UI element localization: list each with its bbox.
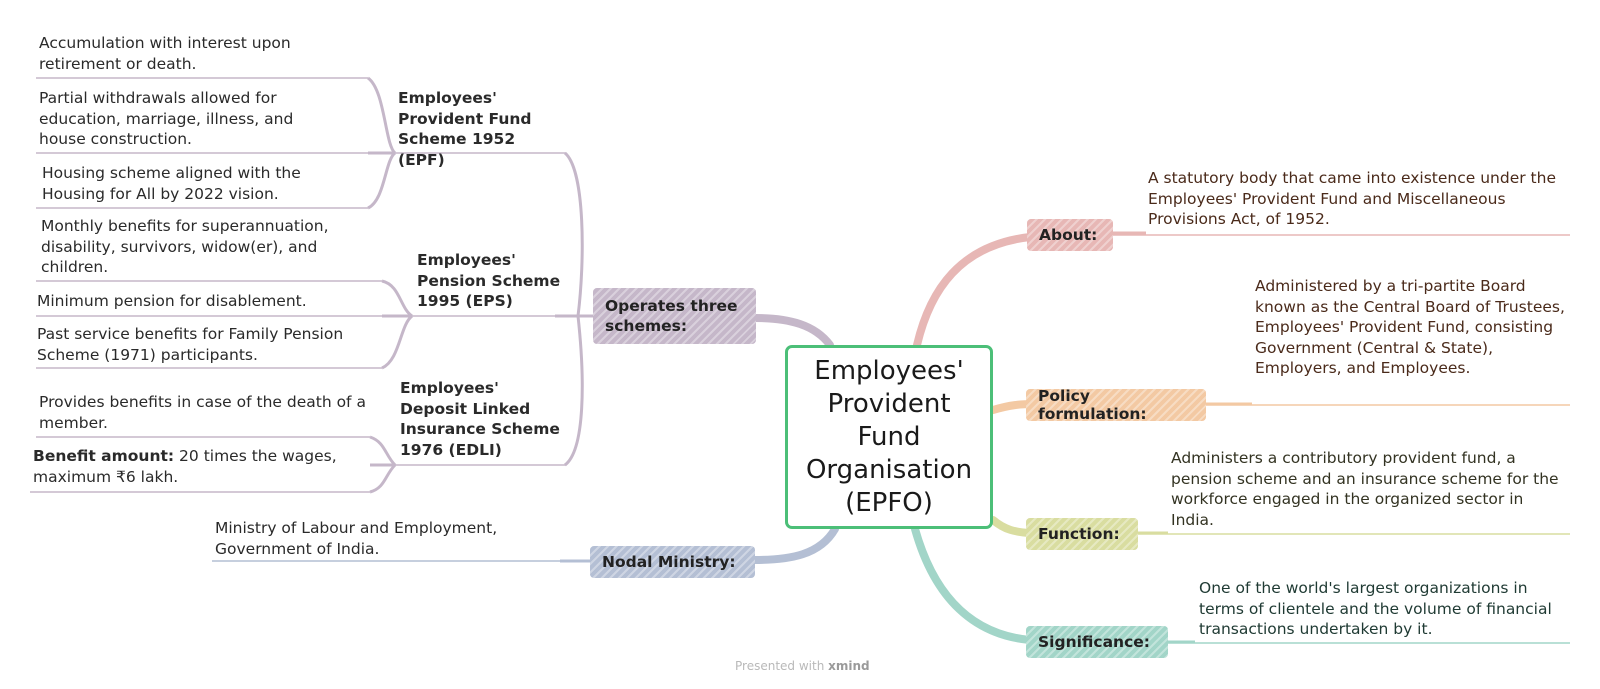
footer-brand: xmind: [828, 659, 870, 673]
link-schemes: [751, 314, 834, 349]
tag-function[interactable]: Function:: [1026, 518, 1138, 550]
benefit-amount-label: Benefit amount:: [33, 447, 175, 465]
tag-about[interactable]: About:: [1027, 219, 1113, 251]
tag-policy[interactable]: Policy formulation:: [1026, 387, 1206, 423]
scheme-eps-title: Employees' Pension Scheme 1995 (EPS): [417, 251, 561, 310]
tag-function-label: Function:: [1038, 525, 1120, 543]
significance-text: One of the world's largest organizations…: [1199, 579, 1552, 638]
link-function: [989, 516, 1034, 537]
eps-point-2: Minimum pension for disablement.: [37, 292, 307, 310]
function-text: Administers a contributory provident fun…: [1171, 449, 1559, 529]
footer-credit: Presented with xmind: [735, 659, 870, 673]
about-text: A statutory body that came into existenc…: [1148, 169, 1556, 228]
tag-schemes[interactable]: Operates three schemes:: [593, 288, 756, 344]
epf-point-3: Housing scheme aligned with the Housing …: [42, 164, 301, 203]
link-significance: [911, 525, 1034, 644]
tag-significance-label: Significance:: [1038, 633, 1150, 651]
policy-text: Administered by a tri-partite Board know…: [1255, 277, 1565, 377]
scheme-epf-title: Employees' Provident Fund Scheme 1952 (E…: [398, 89, 532, 169]
epf-point-2: Partial withdrawals allowed for educatio…: [39, 89, 294, 148]
nodal-text: Ministry of Labour and Employment, Gover…: [215, 519, 498, 558]
tag-about-label: About:: [1039, 226, 1098, 244]
central-topic[interactable]: Employees' Provident Fund Organisation (…: [785, 345, 993, 529]
tag-schemes-label: Operates three schemes:: [605, 297, 738, 335]
edli-point-2: Benefit amount: 20 times the wages, maxi…: [33, 446, 363, 487]
central-title: Employees' Provident Fund Organisation (…: [805, 355, 973, 518]
eps-point-1: Monthly benefits for superannuation, dis…: [41, 217, 329, 276]
link-about: [913, 233, 1034, 349]
tag-nodal-label: Nodal Ministry:: [602, 553, 736, 571]
scheme-edli-title: Employees' Deposit Linked Insurance Sche…: [400, 379, 560, 459]
footer-prefix: Presented with: [735, 659, 825, 673]
benefit-amount-value: 20 times the wages, maximum ₹6 lakh.: [33, 447, 337, 486]
edli-point-1: Provides benefits in case of the death o…: [39, 393, 366, 432]
eps-point-3: Past service benefits for Family Pension…: [37, 325, 344, 364]
tag-nodal[interactable]: Nodal Ministry:: [590, 546, 755, 578]
tag-policy-label: Policy formulation:: [1038, 387, 1147, 423]
epf-point-1: Accumulation with interest upon retireme…: [39, 34, 291, 73]
tag-significance[interactable]: Significance:: [1026, 626, 1168, 658]
link-nodal: [751, 525, 839, 564]
